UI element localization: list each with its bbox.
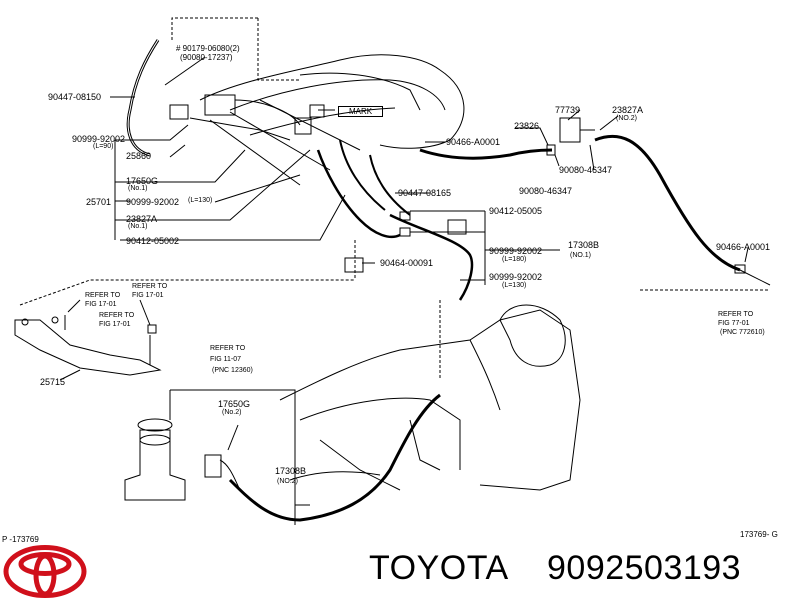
label-90999-92002-d: 90999-92002 bbox=[489, 272, 543, 282]
label-90999-92002-b: 90999-92002 bbox=[126, 197, 180, 207]
label-90080-17237: (90080-17237) bbox=[180, 53, 233, 62]
reference-dashed-box bbox=[257, 18, 300, 81]
label-90412-05002: 90412-05002 bbox=[126, 236, 180, 246]
hose-center-1 bbox=[316, 149, 401, 239]
label-90080-46347-b: 90080-46347 bbox=[519, 186, 573, 196]
hose-17308b-no2 bbox=[228, 393, 441, 522]
label-refer-to-2: REFER TO bbox=[85, 292, 121, 299]
label-fig-17-01-b: FIG 17-01 bbox=[85, 301, 117, 308]
label-17650g-b: 17650G bbox=[218, 399, 251, 409]
label-l180: (L=180) bbox=[502, 256, 527, 263]
label-no2-c: (NO.2) bbox=[277, 478, 298, 485]
label-l130-a: (L=130) bbox=[188, 197, 213, 204]
label-fig-11-07: FIG 11-07 bbox=[210, 356, 241, 363]
engine-lower-outline bbox=[279, 309, 581, 491]
label-90999-92002-c: 90999-92002 bbox=[489, 246, 543, 256]
label-17308b-a: 17308B bbox=[568, 240, 600, 250]
toyota-logo-icon bbox=[3, 545, 87, 598]
label-refer-to-3: REFER TO bbox=[99, 312, 135, 319]
label-no2-b: (No.2) bbox=[222, 409, 242, 416]
label-17308b-b: 17308B bbox=[275, 466, 307, 476]
label-23827a-a: 23827A bbox=[126, 214, 158, 224]
label-fig-77-01: FIG 77-01 bbox=[718, 320, 750, 327]
vsv-valve-2 bbox=[294, 117, 312, 135]
hose-right-long bbox=[594, 134, 741, 272]
vsv-valve-1 bbox=[169, 104, 189, 120]
clip-90464 bbox=[344, 257, 364, 273]
label-17650g-a: 17650G bbox=[126, 176, 159, 186]
label-90447-08165: 90447-08165 bbox=[398, 188, 452, 198]
hose-17308b-no1 bbox=[389, 213, 474, 301]
label-pnc-772610: (PNC 772610) bbox=[720, 329, 765, 336]
label-refer-to-4: REFER TO bbox=[718, 311, 754, 318]
label-fig-17-01-a: FIG 17-01 bbox=[132, 292, 164, 299]
label-23826: 23826 bbox=[514, 121, 540, 131]
label-90466-a0001-b: 90466-A0001 bbox=[716, 242, 771, 252]
label-no1-b: (No.1) bbox=[128, 223, 148, 230]
label-no2-a: (NO.2) bbox=[616, 115, 637, 122]
label-77739: 77739 bbox=[555, 105, 581, 115]
engine-mount bbox=[124, 429, 186, 501]
brand-name: TOYOTA bbox=[369, 549, 509, 587]
label-refer-to-5: REFER TO bbox=[210, 345, 246, 352]
label-mark: MARK bbox=[338, 106, 384, 117]
label-90464-00091: 90464-00091 bbox=[380, 258, 434, 268]
label-90080-46347-a: 90080-46347 bbox=[559, 165, 613, 175]
label-no1-a: (No.1) bbox=[128, 185, 148, 192]
label-refer-to-1: REFER TO bbox=[132, 283, 168, 290]
bracket-25715 bbox=[14, 319, 162, 376]
part-number: 9092503193 bbox=[547, 549, 742, 587]
hose-right-23826 bbox=[419, 148, 553, 160]
label-90412-05005: 90412-05005 bbox=[489, 206, 543, 216]
label-25701: 25701 bbox=[86, 197, 112, 207]
vsv-77739 bbox=[559, 117, 581, 143]
label-l130-b: (L=130) bbox=[502, 282, 527, 289]
label-90999-92002-a: 90999-92002 bbox=[72, 134, 126, 144]
label-90179-06080: # 90179-06080(2) bbox=[176, 44, 240, 53]
label-no1-c: (NO.1) bbox=[570, 252, 591, 259]
diagram-code-right: 173769- G bbox=[740, 530, 778, 539]
label-25715: 25715 bbox=[40, 377, 66, 387]
diagram-code-left: P -173769 bbox=[2, 535, 39, 544]
label-fig-17-01-c: FIG 17-01 bbox=[99, 321, 131, 328]
label-23827a-b: 23827A bbox=[612, 105, 644, 115]
label-90447-08150: 90447-08150 bbox=[48, 92, 102, 102]
label-25860: 25860 bbox=[126, 151, 152, 161]
label-90466-a0001-a: 90466-A0001 bbox=[446, 137, 501, 147]
label-l90: (L=90) bbox=[93, 143, 114, 150]
intake-manifold-outline bbox=[199, 54, 465, 149]
label-pnc-12360: (PNC 12360) bbox=[212, 367, 253, 374]
